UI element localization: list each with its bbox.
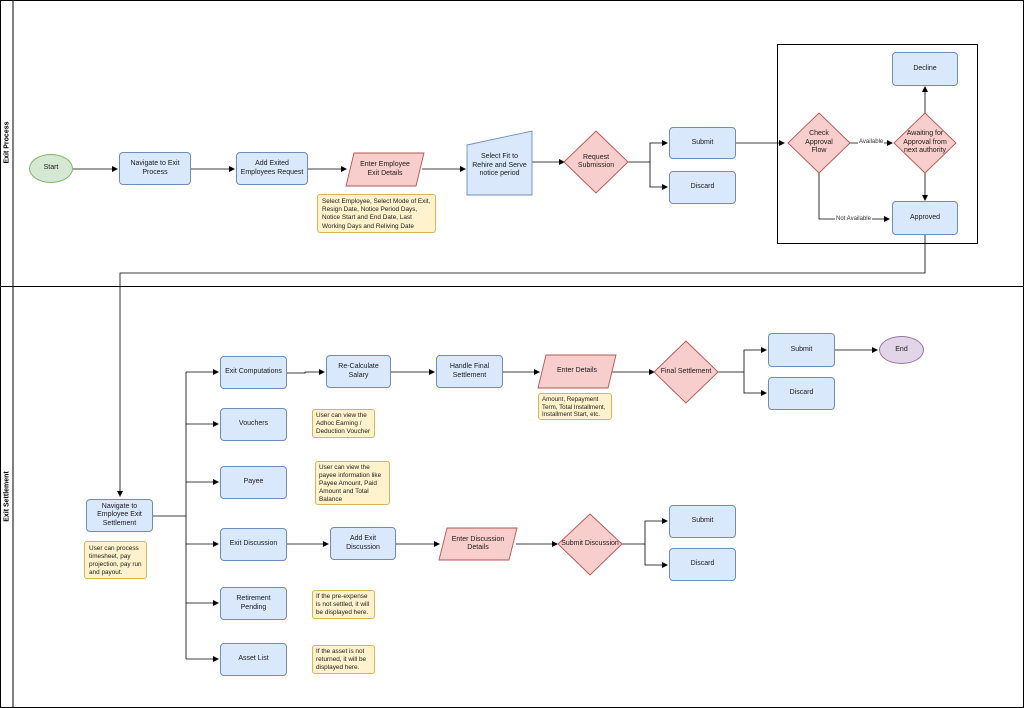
exit-details-note: Select Employee, Select Mode of Exit, Re…: [317, 194, 436, 233]
approval-group-frame: [777, 44, 978, 244]
retirement-note: If the pre-expense is not settled, it wi…: [312, 590, 375, 619]
retirement-pending-node: Retirement Pending: [220, 587, 287, 620]
submit-discussion-label: Submit Discussion: [558, 514, 622, 575]
enter-exit-details-shape: [345, 152, 425, 187]
payee-note: User can view the payee information like…: [315, 461, 390, 505]
lane-label-exit-process: Exit Process: [3, 121, 11, 164]
settlement-note: User can process timesheet, pay projecti…: [84, 541, 147, 579]
available-edge-label: Available: [858, 139, 885, 145]
enter-exit-details-label: Enter Employee Exit Details: [360, 161, 410, 177]
discard-button-2: Discard: [768, 377, 835, 410]
submit-button-3: Submit: [669, 505, 736, 538]
final-settlement-diamond: [653, 340, 719, 404]
discard-button-1: Discard: [669, 171, 736, 204]
asset-note: If the asset is not returned, it will be…: [312, 645, 375, 674]
check-approval-label: Check Approval Flow: [788, 113, 850, 173]
navigate-settlement-node: Navigate to Employee Exit Settlement: [86, 499, 153, 532]
final-settlement-label: Final Settlement: [654, 341, 718, 403]
request-submission-text: Request Submission: [577, 153, 615, 170]
awaiting-approval-diamond: [893, 112, 957, 174]
enter-discussion-details-shape: [438, 527, 518, 561]
vouchers-node: Vouchers: [220, 408, 287, 441]
select-fit-rehire-label: Select Fit to Rehire and Serve notice pe…: [472, 153, 527, 178]
submit-button-1: Submit: [669, 127, 736, 159]
start-node: Start: [29, 154, 73, 183]
check-approval-text: Check Approval Flow: [805, 130, 833, 155]
final-settlement-text: Final Settlement: [660, 367, 712, 375]
handle-final-settlement-node: Handle Final Settlement: [436, 355, 503, 388]
request-submission-label: Request Submission: [564, 131, 628, 193]
payee-node: Payee: [220, 466, 287, 499]
not-available-edge-label: Not Available: [835, 216, 872, 222]
select-fit-rehire-shape: [466, 130, 533, 196]
submit-discussion-text: Submit Discussion: [561, 540, 619, 548]
submit-discussion-diamond: [557, 513, 623, 576]
enter-discussion-details-label: Enter Discussion Details: [451, 535, 505, 552]
discard-button-3: Discard: [669, 548, 736, 581]
awaiting-approval-text: Awaiting for Approval from next authorit…: [903, 130, 947, 155]
check-approval-diamond: [787, 112, 851, 174]
decline-node: Decline: [892, 52, 958, 86]
enter-details-label: Enter Details: [556, 367, 598, 375]
submit-button-2: Submit: [768, 333, 835, 367]
add-exit-discussion-node: Add Exit Discussion: [330, 527, 396, 560]
awaiting-approval-label: Awaiting for Approval from next authorit…: [894, 113, 956, 173]
exit-discussion-node: Exit Discussion: [220, 528, 287, 561]
navigate-exit-process-node: Navigate to Exit Process: [119, 152, 191, 185]
add-exited-employees-node: Add Exited Employees Request: [236, 152, 308, 185]
enter-details-note: Amount, Repayment Term, Total Installmen…: [538, 393, 612, 420]
lane-label-exit-settlement: Exit Settlement: [3, 471, 11, 522]
approved-node: Approved: [892, 201, 958, 235]
recalculate-salary-node: Re-Calculate Salary: [326, 355, 391, 388]
end-node: End: [879, 336, 924, 364]
asset-list-node: Asset List: [220, 643, 287, 676]
exit-computations-node: Exit Computations: [220, 356, 287, 389]
request-submission-diamond: [563, 130, 629, 194]
vouchers-note: User can view the Adhoc Earning / Deduct…: [312, 409, 375, 438]
enter-details-shape: [537, 354, 617, 389]
